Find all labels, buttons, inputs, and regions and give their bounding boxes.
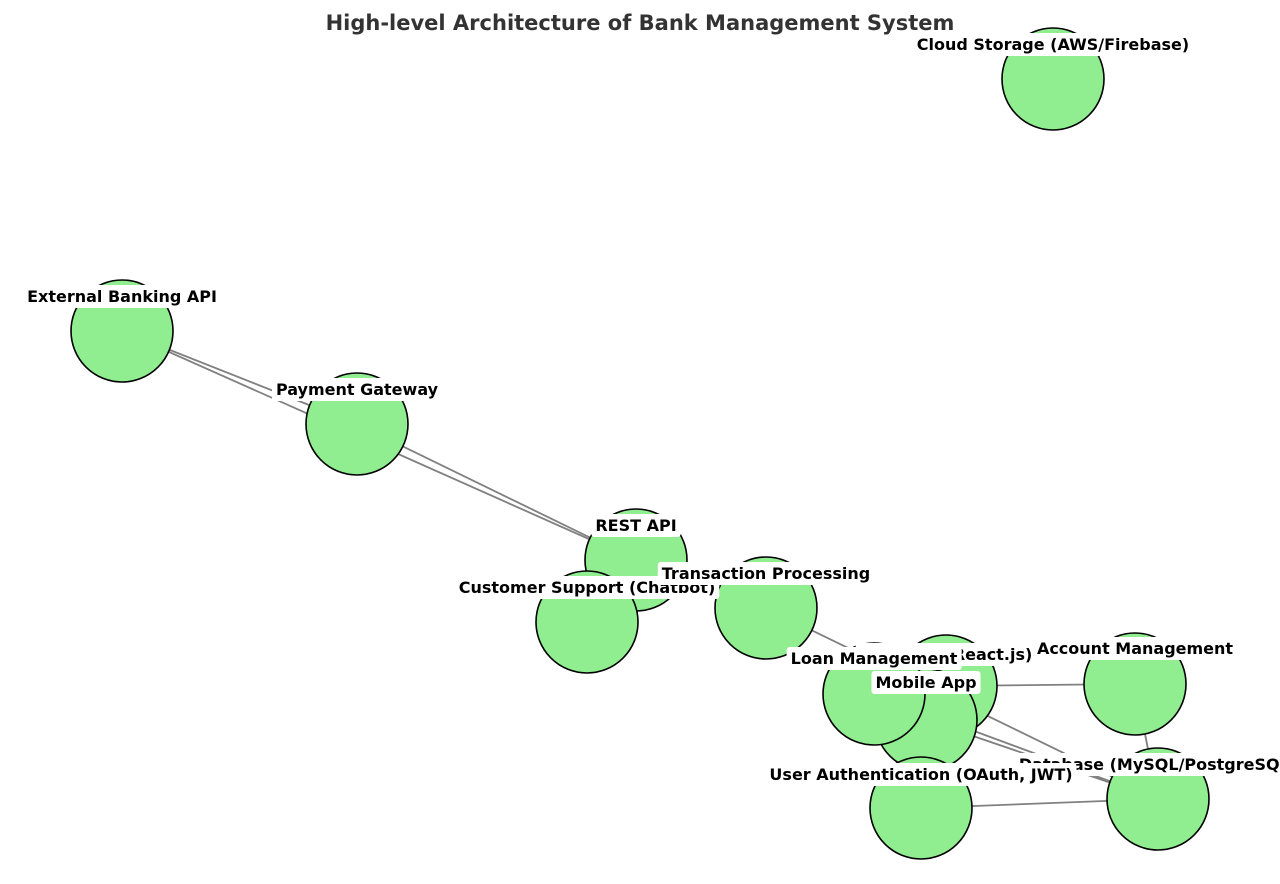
node-label-bg-loan [786,647,962,670]
node-label-auth: User Authentication (OAuth, JWT) [765,763,1077,786]
node-label-bg-account [1032,637,1238,660]
node-label-bg-mobileapp [871,671,981,694]
node-label-database: Database (MySQL/PostgreSQL) [1014,753,1280,776]
node-label-bg-rest [591,514,681,537]
node-label-text-auth: User Authentication (OAuth, JWT) [769,765,1072,784]
node-label-text-payment: Payment Gateway [276,380,439,399]
node-label-bg-external [23,285,221,308]
node-label-bg-auth [765,763,1077,786]
node-label-text-cloud: Cloud Storage (AWS/Firebase) [917,35,1189,54]
node-label-text-mobileapp: Mobile App [875,673,976,692]
node-label-bg-support [454,576,720,599]
node-label-bg-transaction [657,562,875,585]
nodes-layer: Cloud Storage (AWS/Firebase) External Ban… [23,27,1280,860]
node-label-bg-cloud [912,33,1194,56]
node-label-transaction: Transaction Processing [657,562,875,585]
node-label-text-external: External Banking API [27,287,217,306]
node-label-support: Customer Support (Chatbot) [454,576,720,599]
diagram-title: High-level Architecture of Bank Manageme… [326,11,955,35]
node-label-text-account: Account Management [1037,639,1233,658]
node-label-rest: REST API [591,514,681,537]
node-label-text-loan: Loan Management [791,649,958,668]
node-label-text-transaction: Transaction Processing [662,564,870,583]
node-label-payment: Payment Gateway [271,378,443,401]
node-label-loan: Loan Management [786,647,962,670]
node-label-external: External Banking API [23,285,221,308]
node-label-bg-database [1014,753,1280,776]
node-label-text-support: Customer Support (Chatbot) [459,578,716,597]
node-label-text-rest: REST API [595,516,676,535]
node-label-bg-payment [271,378,443,401]
node-label-mobileapp: Mobile App [871,671,981,694]
node-label-account: Account Management [1032,637,1238,660]
node-label-cloud: Cloud Storage (AWS/Firebase) [912,33,1194,56]
node-label-text-database: Database (MySQL/PostgreSQL) [1019,755,1280,774]
